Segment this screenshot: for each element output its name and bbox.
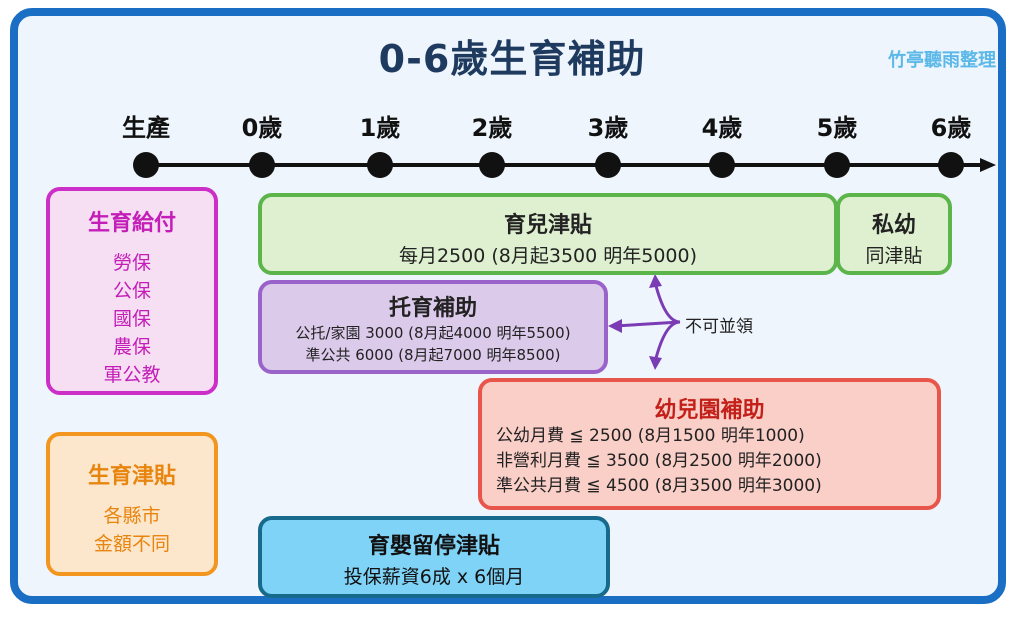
page-title: 0-6歲生育補助 [378, 37, 646, 81]
private-kindergarten-title: 私幼 [871, 213, 916, 238]
childcare-allowance-detail: 每月2500 (8月起3500 明年5000) [398, 245, 698, 267]
birth-allowance-box: 生育津貼 各縣市 金額不同 [46, 432, 218, 576]
timeline-dot-birth [133, 152, 159, 178]
parental-leave-box: 育嬰留停津貼 投保薪資6成 x 6個月 [258, 516, 610, 598]
timeline-label-age2: 2歲 [471, 114, 513, 142]
kindergarten-subsidy-line: 非營利月費 ≦ 3500 (8月2500 明年2000) [496, 451, 822, 471]
birth-payment-title: 生育給付 [87, 211, 176, 236]
timeline-dot-age0 [249, 152, 275, 178]
timeline-dot-age1 [367, 152, 393, 178]
kindergarten-subsidy-line: 公幼月費 ≦ 2500 (8月1500 明年1000) [496, 426, 805, 446]
timeline-label-age3: 3歲 [587, 114, 629, 142]
timeline-label-age6: 6歲 [930, 114, 972, 142]
birth-payment-item: 勞保 [112, 252, 151, 274]
daycare-subsidy-box: 托育補助 公托/家園 3000 (8月起4000 明年5500) 準公共 600… [258, 280, 608, 374]
timeline-label-age1: 1歲 [359, 114, 401, 142]
daycare-subsidy-line: 準公共 6000 (8月起7000 明年8500) [305, 346, 561, 364]
timeline-dot-age6 [938, 152, 964, 178]
birth-payment-item: 農保 [112, 336, 151, 358]
childcare-allowance-title: 育兒津貼 [503, 213, 592, 238]
private-kindergarten-detail: 同津貼 [865, 245, 923, 267]
kindergarten-subsidy-box: 幼兒園補助 公幼月費 ≦ 2500 (8月1500 明年1000) 非營利月費 … [478, 378, 941, 510]
exclusive-arrows [614, 281, 681, 363]
arrowhead-left [608, 319, 622, 333]
timeline-label-age0: 0歲 [241, 114, 283, 142]
arrowhead-down [649, 356, 662, 370]
kindergarten-subsidy-title: 幼兒園補助 [654, 398, 765, 423]
arrowhead-up [649, 274, 662, 288]
exclusive-note: 不可並領 [685, 317, 753, 337]
timeline-dot-age2 [479, 152, 505, 178]
timeline-label-birth: 生產 [122, 114, 170, 142]
birth-payment-item: 公保 [112, 280, 151, 302]
timeline-label-age5: 5歲 [816, 114, 858, 142]
daycare-subsidy-title: 托育補助 [388, 296, 477, 321]
parental-leave-detail: 投保薪資6成 x 6個月 [343, 566, 525, 588]
private-kindergarten-box: 私幼 同津貼 [836, 193, 952, 275]
timeline-arrowhead [980, 158, 996, 172]
daycare-subsidy-line: 公托/家園 3000 (8月起4000 明年5500) [295, 324, 571, 342]
birth-allowance-title: 生育津貼 [87, 464, 176, 489]
kindergarten-subsidy-line: 準公共月費 ≦ 4500 (8月3500 明年3000) [496, 476, 822, 496]
birth-payment-item: 軍公教 [103, 364, 161, 386]
timeline-dot-age5 [824, 152, 850, 178]
timeline-dot-age4 [709, 152, 735, 178]
childcare-allowance-box: 育兒津貼 每月2500 (8月起3500 明年5000) [258, 193, 838, 275]
birth-allowance-line: 金額不同 [93, 533, 170, 555]
birth-payment-item: 國保 [112, 308, 151, 330]
birth-allowance-line: 各縣市 [103, 505, 161, 527]
timeline-label-age4: 4歲 [701, 114, 743, 142]
parental-leave-title: 育嬰留停津貼 [367, 534, 500, 559]
birth-payment-box: 生育給付 勞保 公保 國保 農保 軍公教 [46, 187, 218, 395]
timeline-dot-age3 [595, 152, 621, 178]
credit-text: 竹亭聽雨整理 [888, 50, 996, 71]
